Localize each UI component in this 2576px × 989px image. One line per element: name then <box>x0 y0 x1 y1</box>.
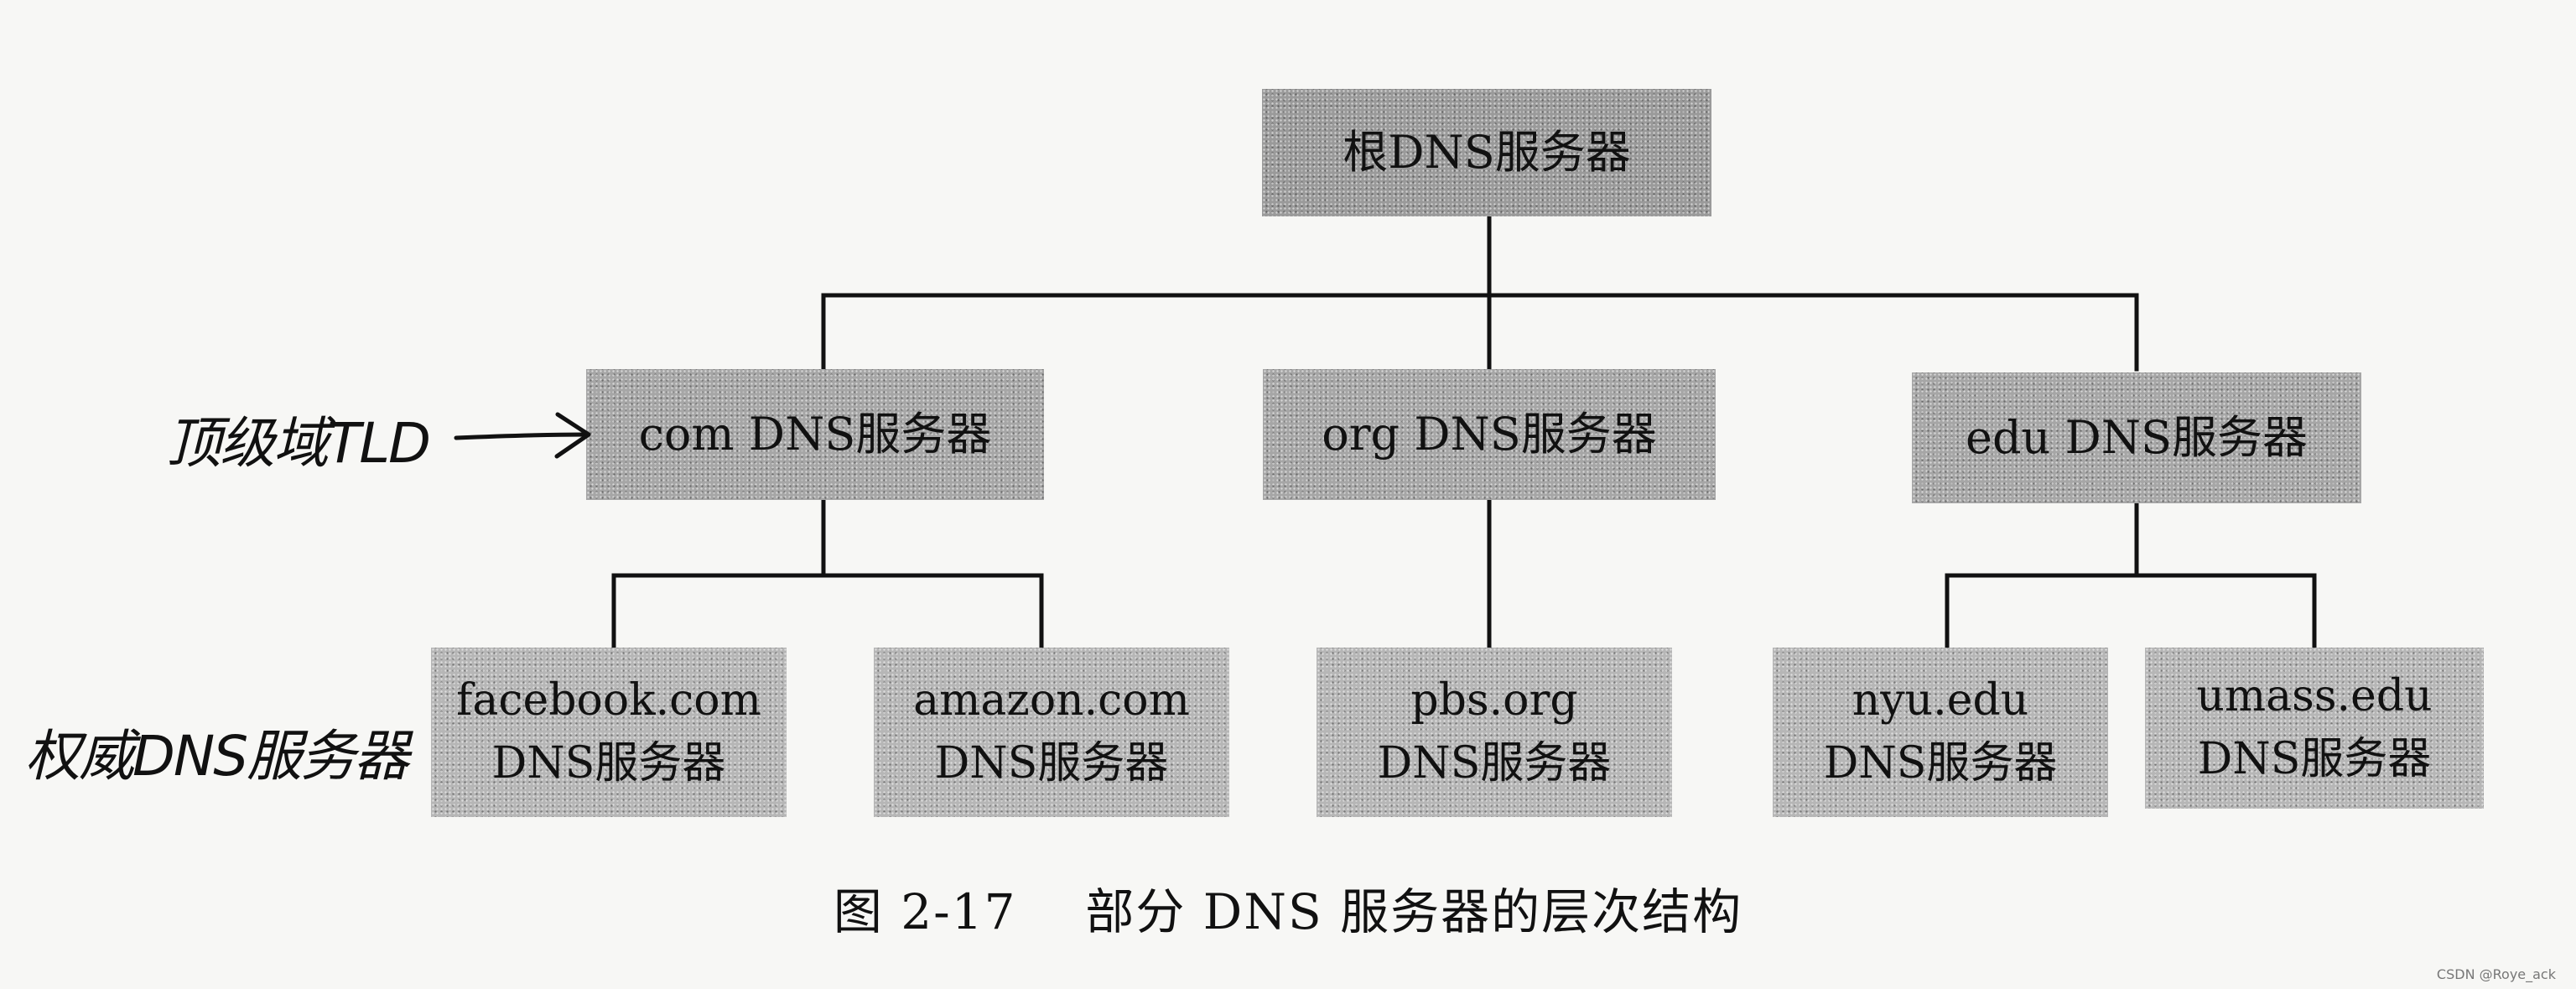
figure-title: 部分 DNS 服务器的层次结构 <box>1085 883 1743 940</box>
nyu-domain-label: nyu.edu <box>1852 674 2029 726</box>
handwritten-arrow-icon <box>454 412 591 459</box>
pbs-server-label: DNS服务器 <box>1377 738 1612 789</box>
umass-server-label: DNS服务器 <box>2197 734 2432 784</box>
com-dns-server-box: com DNS服务器 <box>586 369 1044 500</box>
nyu-server-label: DNS服务器 <box>1823 738 2058 789</box>
facebook-domain-label: facebook.com <box>456 674 761 726</box>
amazon-domain-label: amazon.com <box>913 674 1190 726</box>
caption-gap <box>1017 883 1086 940</box>
org-dns-server-box: org DNS服务器 <box>1263 369 1716 500</box>
amazon-dns-server-box: amazon.com DNS服务器 <box>874 648 1229 817</box>
root-dns-server-box: 根DNS服务器 <box>1262 89 1711 216</box>
handwritten-authoritative-label: 权威DNS服务器 <box>25 724 409 789</box>
facebook-dns-server-box: facebook.com DNS服务器 <box>431 648 787 817</box>
edu-dns-server-box: edu DNS服务器 <box>1912 372 2361 503</box>
handwritten-tld-label: 顶级域TLD <box>166 411 431 476</box>
figure-number: 图 2-17 <box>833 883 1017 940</box>
umass-domain-label: umass.edu <box>2196 670 2433 721</box>
umass-dns-server-box: umass.edu DNS服务器 <box>2145 648 2484 809</box>
figure-caption: 图 2-17 部分 DNS 服务器的层次结构 <box>0 872 2576 948</box>
root-dns-label: 根DNS服务器 <box>1343 125 1631 179</box>
edu-dns-label: edu DNS服务器 <box>1965 410 2308 464</box>
org-dns-label: org DNS服务器 <box>1322 407 1657 461</box>
com-dns-label: com DNS服务器 <box>638 407 992 461</box>
facebook-server-label: DNS服务器 <box>491 738 726 789</box>
pbs-dns-server-box: pbs.org DNS服务器 <box>1317 648 1672 817</box>
nyu-dns-server-box: nyu.edu DNS服务器 <box>1773 648 2108 817</box>
watermark-text: CSDN @Roye_ack <box>2436 966 2556 982</box>
pbs-domain-label: pbs.org <box>1410 674 1578 726</box>
amazon-server-label: DNS服务器 <box>934 738 1169 789</box>
